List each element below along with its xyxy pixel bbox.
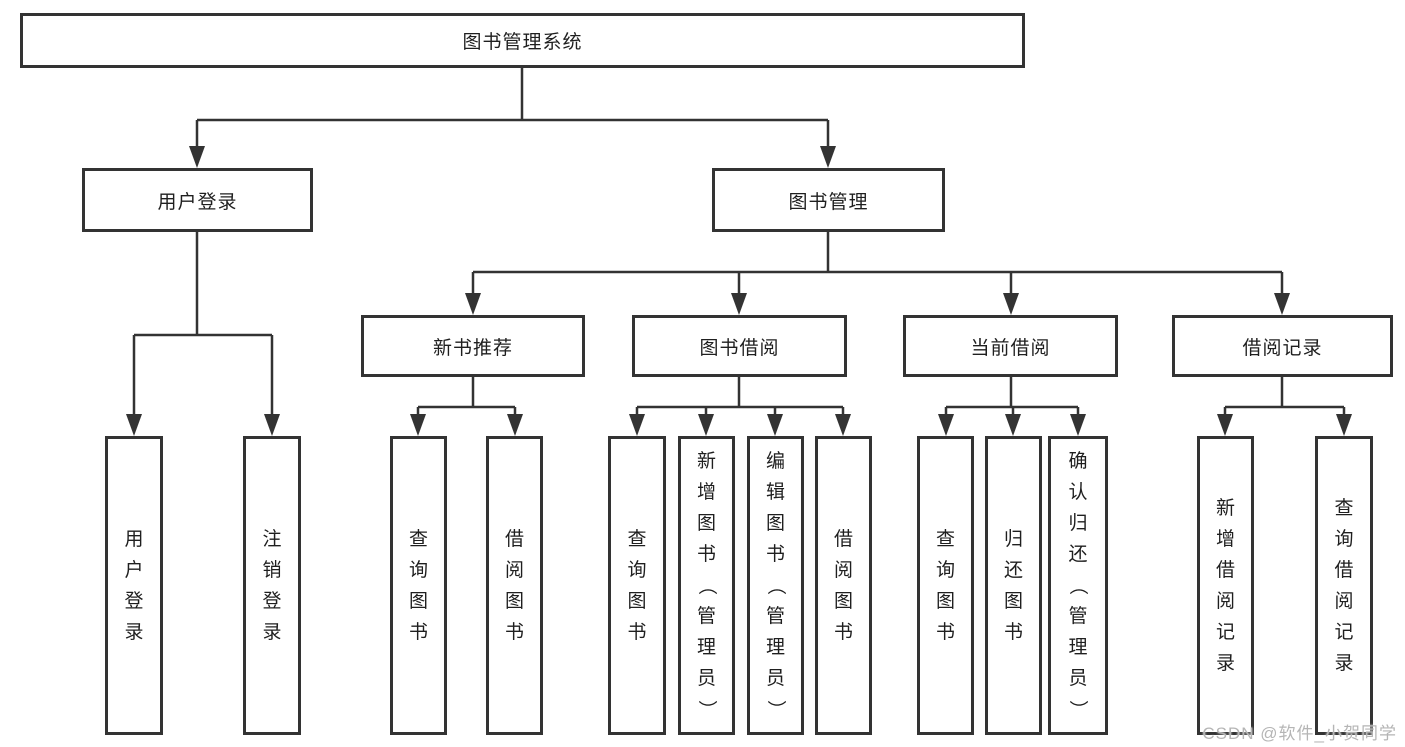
leaf-query-borrow-record: 查询借阅记录 <box>1315 436 1373 735</box>
leaf-user-login: 用户登录 <box>105 436 163 735</box>
arrowheads <box>126 146 1352 436</box>
csdn-watermark: CSDN @软件_小贺同学 <box>1202 724 1397 743</box>
leaf-add-borrow-record: 新增借阅记录 <box>1197 436 1254 735</box>
node-user-login: 用户登录 <box>82 168 313 232</box>
leaf-edit-books-admin: 编辑图书（管理员） <box>747 436 804 735</box>
node-borrow-record: 借阅记录 <box>1172 315 1393 377</box>
node-new-book-recommend: 新书推荐 <box>361 315 585 377</box>
leaf-logout-login: 注销登录 <box>243 436 301 735</box>
leaf-borrow-books-recommend: 借阅图书 <box>486 436 543 735</box>
leaf-borrow-books: 借阅图书 <box>815 436 872 735</box>
node-root: 图书管理系统 <box>20 13 1025 68</box>
leaf-query-books-recommend: 查询图书 <box>390 436 447 735</box>
leaf-confirm-return-admin: 确认归还（管理员） <box>1048 436 1108 735</box>
node-book-management: 图书管理 <box>712 168 945 232</box>
node-book-borrow: 图书借阅 <box>632 315 847 377</box>
leaf-query-books-current: 查询图书 <box>917 436 974 735</box>
leaf-return-books: 归还图书 <box>985 436 1042 735</box>
node-current-borrow: 当前借阅 <box>903 315 1118 377</box>
leaf-query-books-borrow: 查询图书 <box>608 436 666 735</box>
leaf-add-books-admin: 新增图书（管理员） <box>678 436 735 735</box>
